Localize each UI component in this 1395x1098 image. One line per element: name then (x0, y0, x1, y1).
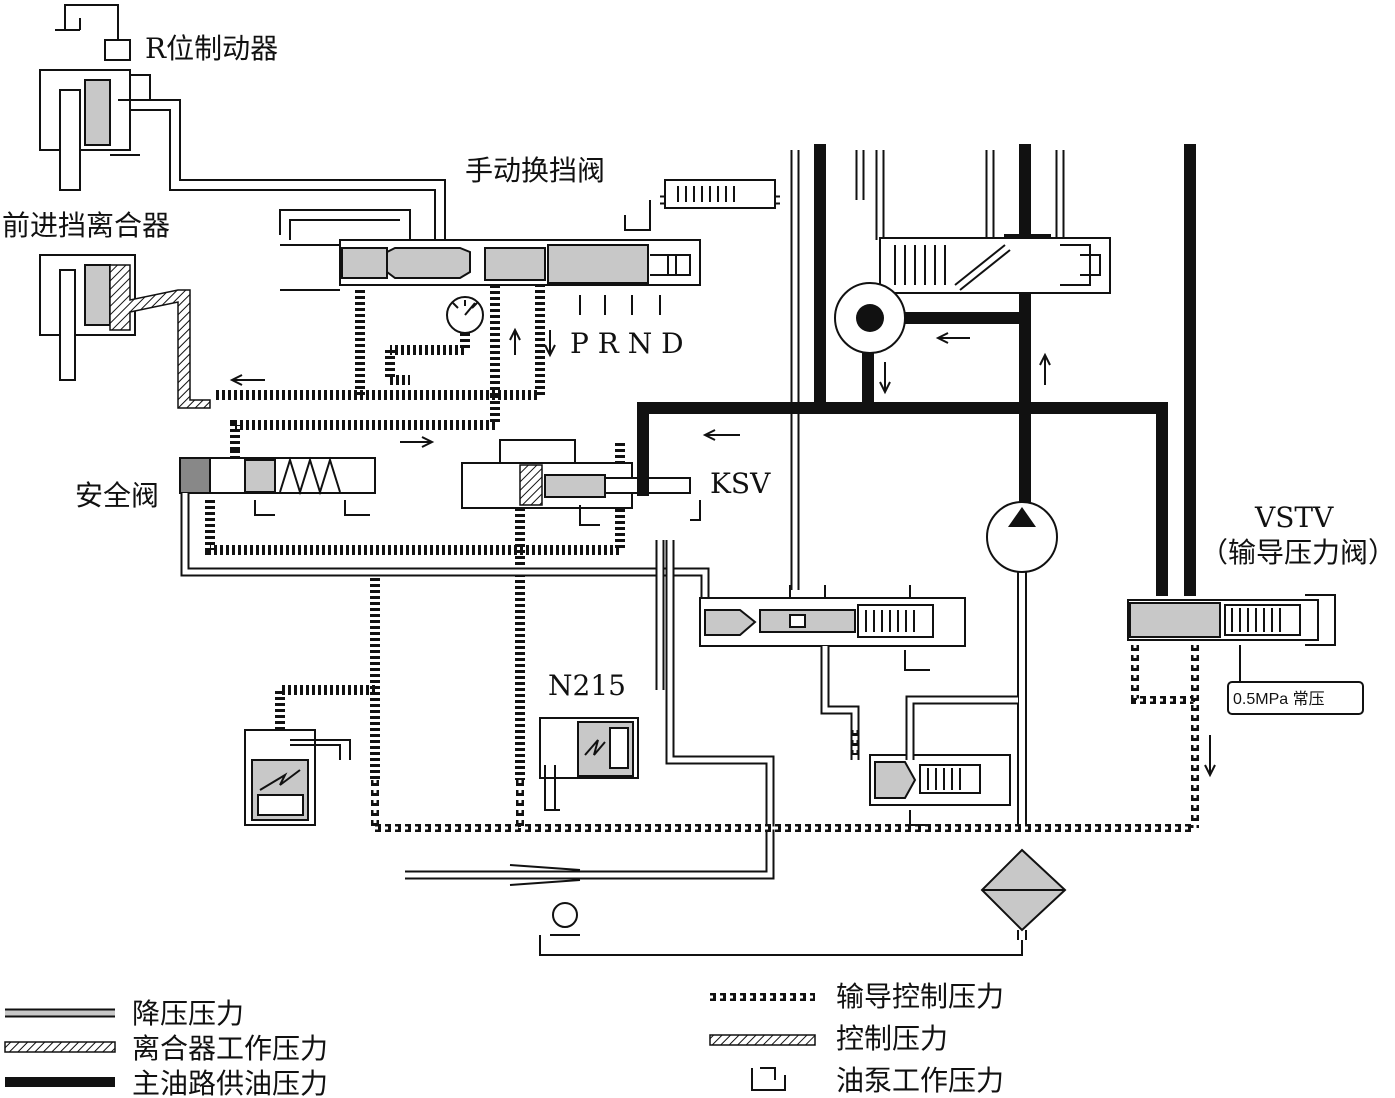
pressure-solenoid-left (244, 729, 351, 826)
legend-item-reduced: 降压压力 (5, 997, 244, 1030)
pilot-control-lines (371, 645, 1199, 832)
label-pressure-note: 0.5MPa 常压 (1233, 690, 1325, 708)
pump-rotor (834, 282, 1051, 395)
legend: 降压压力 离合器工作压力 主油路供油压力 输导控制压力 控制压力 油泵工作压力 (4, 980, 1004, 1098)
top-spring-valve (624, 179, 776, 231)
flow-arrows-manual (229, 327, 970, 448)
label-forward-clutch: 前进挡离合器 (2, 209, 170, 242)
control-pressure-lines (275, 578, 380, 780)
label-vstv: VSTV (1254, 501, 1334, 534)
legend-label-pump: 油泵工作压力 (836, 1064, 1004, 1097)
legend-item-main: 主油路供油压力 (5, 1067, 328, 1098)
label-ksv: KSV (710, 467, 771, 500)
label-r-brake: R位制动器 (145, 32, 278, 65)
legend-item-clutch: 离合器工作压力 (4, 1032, 328, 1065)
legend-item-control: 控制压力 (709, 1022, 948, 1055)
manual-valve (279, 209, 701, 315)
legend-item-pilot: 输导控制压力 (710, 980, 1004, 1013)
oil-filter (980, 848, 1067, 940)
legend-label-pilot: 输导控制压力 (836, 980, 1004, 1013)
legend-item-pump: 油泵工作压力 (751, 1064, 1004, 1097)
r-brake-assembly (39, 4, 446, 240)
legend-label-clutch: 离合器工作压力 (132, 1032, 328, 1065)
legend-label-main: 主油路供油压力 (132, 1067, 328, 1098)
pressure-regulator-valve (879, 237, 1111, 294)
n215-solenoid (539, 717, 639, 811)
legend-label-control: 控制压力 (836, 1022, 948, 1055)
main-supply-lines (637, 144, 1196, 596)
clutch-pressure-lines-upper (215, 285, 545, 450)
pressure-gauge (446, 296, 484, 334)
label-n215: N215 (548, 669, 626, 702)
label-manual-valve: 手动换挡阀 (465, 154, 605, 187)
label-vstv-sub: （输导压力阀） (1200, 536, 1395, 569)
legend-label-reduced: 降压压力 (132, 997, 244, 1030)
vstv-valve (1127, 594, 1364, 778)
venturi-check-valve (509, 864, 1023, 956)
central-control-valve (699, 585, 966, 671)
forward-clutch-assembly (39, 254, 211, 409)
safety-valve (179, 440, 625, 555)
label-safety-valve: 安全阀 (75, 479, 159, 512)
label-prnd: P R N D (570, 327, 684, 360)
